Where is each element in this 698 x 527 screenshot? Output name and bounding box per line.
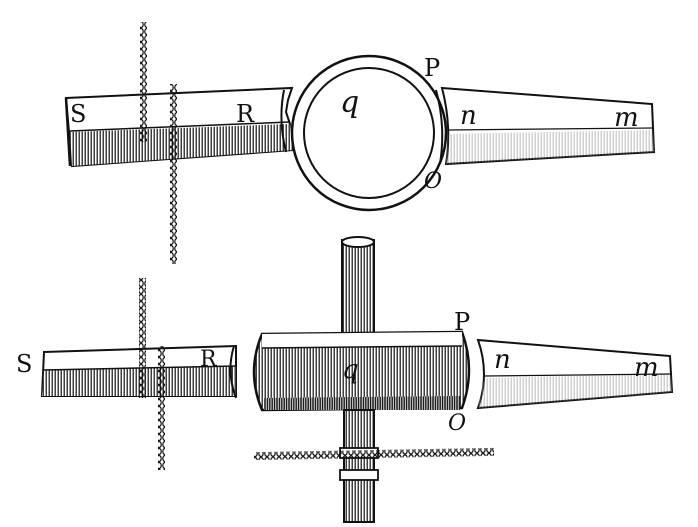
top-chain-2 bbox=[170, 84, 177, 264]
bottom-label-S: S bbox=[16, 350, 32, 378]
bottom-label-q: q bbox=[342, 355, 359, 385]
top-chain-1 bbox=[140, 22, 147, 142]
bottom-rope bbox=[253, 447, 495, 461]
top-label-n: n bbox=[460, 101, 477, 131]
top-label-P: P bbox=[424, 54, 440, 82]
bottom-label-P: P bbox=[454, 308, 470, 336]
top-label-S: S bbox=[70, 100, 86, 128]
top-diagram: S R q P O n m bbox=[64, 22, 656, 264]
bottom-chain-1 bbox=[139, 278, 146, 398]
top-label-m: m bbox=[614, 103, 639, 133]
bottom-chain-2 bbox=[158, 346, 165, 470]
top-left-arm bbox=[64, 86, 296, 168]
bottom-diagram: S R q P O n m bbox=[16, 236, 674, 523]
bottom-axle-top bbox=[341, 236, 375, 341]
bottom-hub bbox=[252, 330, 471, 412]
bottom-label-O: O bbox=[448, 411, 466, 436]
bottom-label-R: R bbox=[200, 347, 218, 372]
top-wheel bbox=[290, 54, 448, 212]
bottom-axle-lower bbox=[339, 409, 379, 523]
bottom-label-n: n bbox=[494, 345, 511, 375]
bottom-label-m: m bbox=[634, 353, 659, 383]
top-label-q: q bbox=[340, 85, 359, 120]
top-label-R: R bbox=[236, 100, 255, 128]
bottom-right-arm bbox=[476, 338, 674, 410]
top-label-O: O bbox=[424, 169, 442, 194]
top-right-arm bbox=[435, 86, 656, 166]
